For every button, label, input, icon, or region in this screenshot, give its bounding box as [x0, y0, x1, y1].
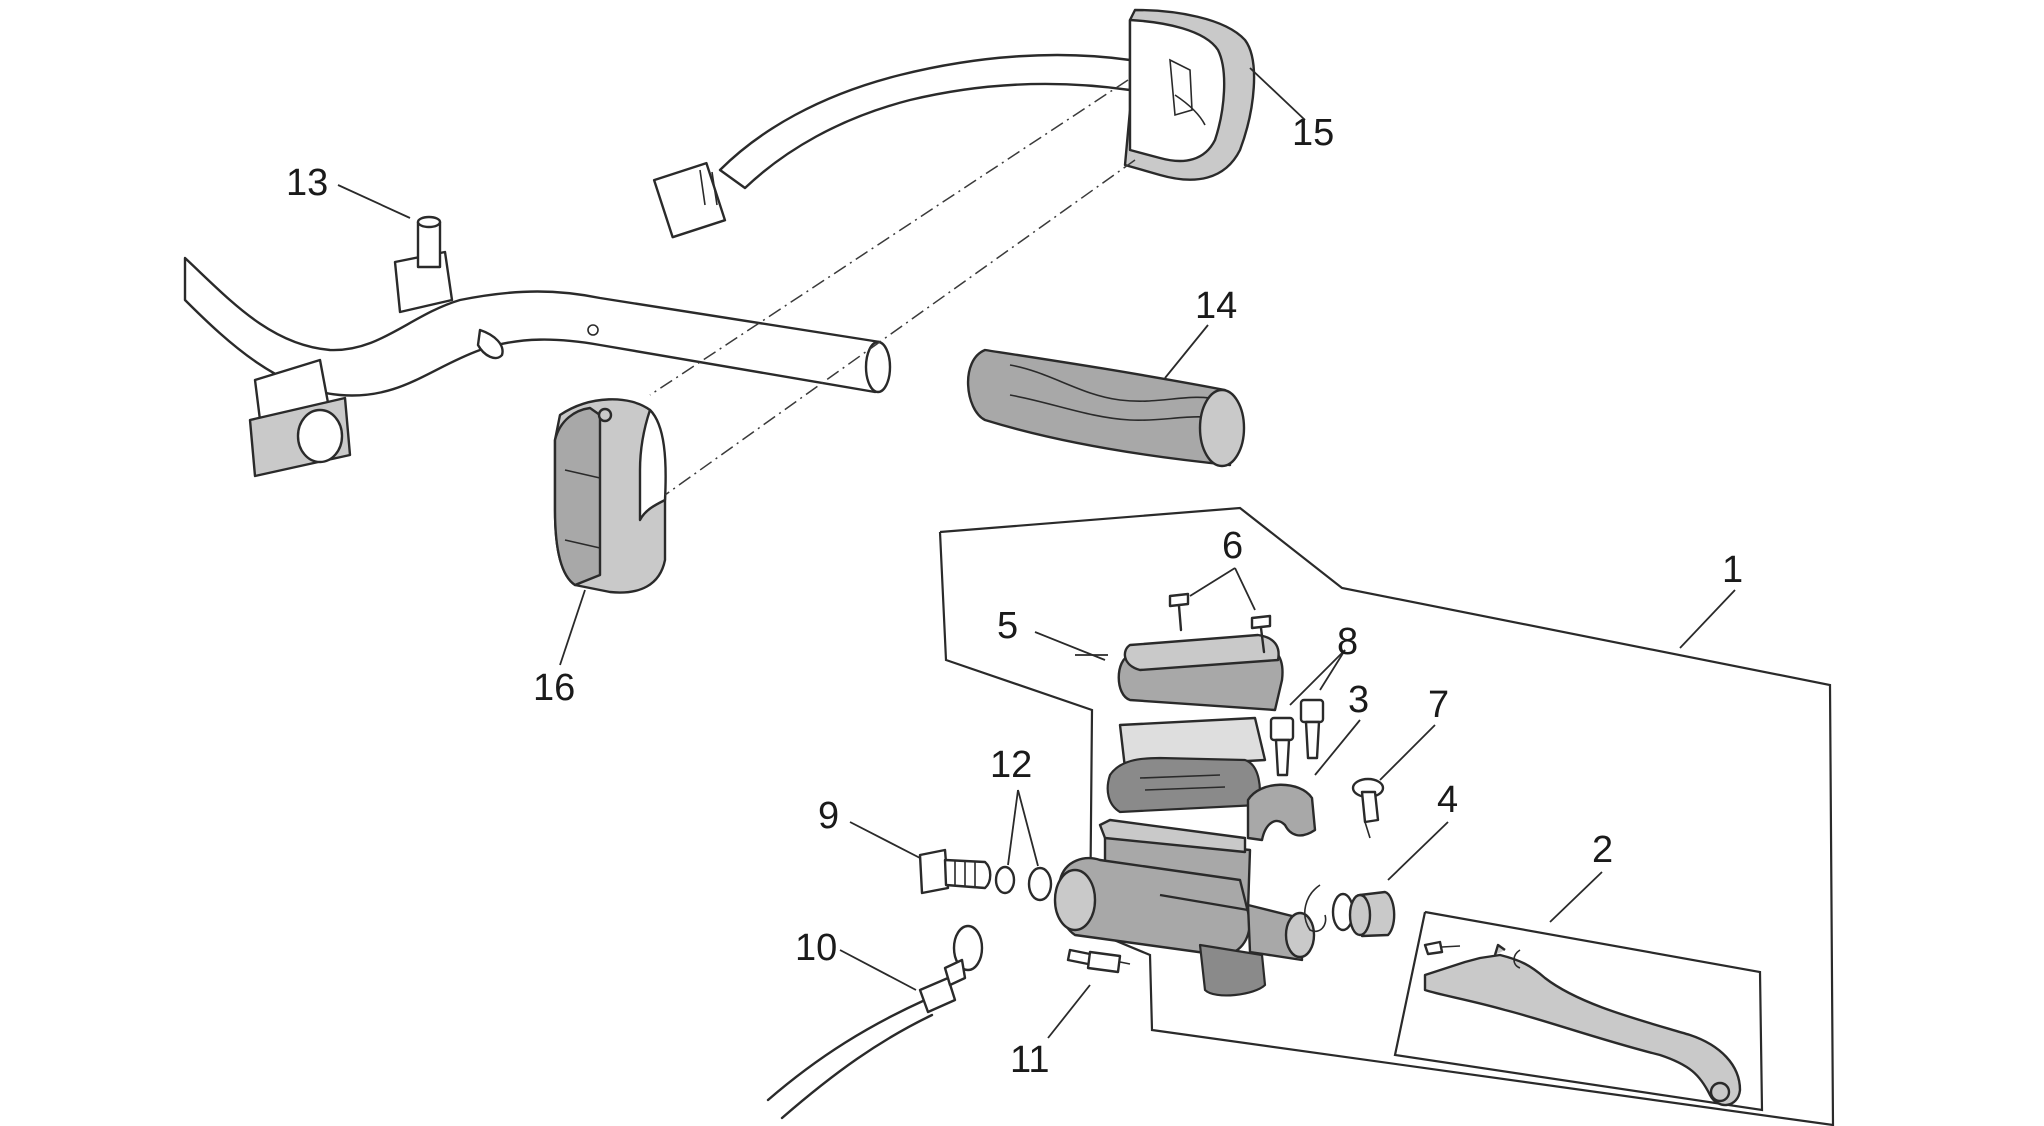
handlebar: [183, 215, 892, 478]
callout-8: 8: [1337, 621, 1358, 663]
clamp-bolts: [1269, 698, 1325, 777]
callout-11: 11: [1010, 1039, 1049, 1081]
right-switch-housing: [652, 8, 1256, 239]
alignment-lines: [649, 79, 1136, 496]
assembly-frame: [938, 506, 1835, 1126]
callout-14: 14: [1195, 285, 1237, 327]
callout-2: 2: [1592, 829, 1613, 871]
piston-kit: [1304, 884, 1396, 938]
brake-lever: [1423, 940, 1742, 1107]
callout-4: 4: [1437, 779, 1458, 821]
callout-3: 3: [1348, 679, 1369, 721]
callout-5: 5: [997, 605, 1018, 647]
banjo-bolt: [918, 848, 992, 895]
clamp: [1246, 783, 1317, 842]
grip: [966, 348, 1246, 468]
callout-7: 7: [1428, 684, 1449, 726]
callout-9: 9: [818, 795, 839, 837]
reservoir-cover: [1106, 633, 1284, 814]
master-cylinder: [1053, 818, 1316, 997]
callout-6: 6: [1222, 525, 1243, 567]
callout-12: 12: [990, 744, 1032, 786]
callout-13: 13: [286, 162, 328, 204]
cover-screws: [1168, 592, 1272, 654]
left-switch-housing: [553, 398, 667, 594]
brake-light-switch: [1066, 948, 1131, 974]
pivot-pin: [1351, 777, 1385, 839]
callout-15: 15: [1292, 112, 1334, 154]
callout-16: 16: [533, 667, 575, 709]
leader-lines: [337, 67, 1736, 1039]
callout-labels: 1 2 3 4 5 6 7 8 9 10 11 12 13 14 15 16: [286, 112, 1743, 1081]
washers: [994, 865, 1053, 902]
callout-1: 1: [1722, 549, 1743, 591]
brake-hose: [766, 924, 984, 1120]
callout-10: 10: [795, 927, 837, 969]
